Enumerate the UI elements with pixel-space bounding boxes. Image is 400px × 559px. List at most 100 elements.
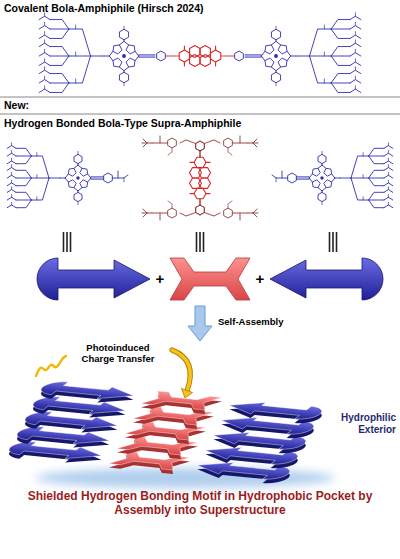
porphyrin-dendron: [39, 70, 50, 73]
perylene-core: [210, 50, 220, 62]
porphyrin-dendron: [318, 165, 322, 168]
perylene-core: [200, 55, 210, 67]
porphyrin-dendron: [388, 158, 389, 161]
amide-arm: [143, 213, 147, 217]
porphyrin-dendron: [139, 54, 155, 55]
porphyrin-dendron: [276, 67, 281, 71]
porphyrin-dendron: [271, 67, 276, 71]
amide-arm: [240, 136, 241, 143]
porphyrin-dendron: [109, 51, 113, 56]
porphyrin-dendron: [50, 20, 69, 29]
photon-arrow: [172, 350, 190, 391]
porphyrin-dendron: [50, 56, 69, 57]
porphyrin-dendron: [124, 26, 125, 29]
amide-arm: [200, 199, 201, 205]
porphyrin-dendron: [331, 29, 350, 38]
porphyrin-dendron: [36, 197, 37, 200]
amide-arm: [160, 213, 161, 220]
porphyrin-dendron: [351, 178, 369, 179]
porphyrin-dendron: [39, 53, 50, 56]
amide-arm: [200, 151, 201, 157]
porphyrin-dendron: [388, 180, 389, 183]
amide-arm: [142, 213, 147, 214]
porphyrin-dendron: [11, 173, 12, 176]
equivalence-bar: [70, 232, 72, 252]
porphyrin-dendron: [122, 54, 126, 58]
porphyrin-dendron: [11, 202, 12, 205]
porphyrin-dendron: [157, 51, 166, 61]
perylene-core: [200, 46, 210, 58]
porphyrin-dendron: [363, 197, 364, 200]
porphyrin-dendron: [68, 180, 76, 188]
porphyrin-dendron: [16, 170, 31, 178]
porphyrin-dendron: [274, 54, 278, 58]
amide-arm: [196, 136, 258, 157]
photon-arrow: [36, 356, 66, 376]
porphyrin-dendron: [76, 176, 79, 179]
photon-arrow: [172, 350, 190, 391]
porphyrin-dendron: [261, 51, 265, 56]
equivalence-bar: [336, 232, 338, 252]
porphyrin-dendron: [324, 52, 325, 56]
porphyrin-dendron: [261, 56, 265, 61]
equivalence-bar: [66, 232, 68, 252]
porphyrin-dendron: [50, 29, 69, 30]
porphyrin-dendron: [369, 170, 384, 178]
superstructure-stack: [3, 380, 329, 484]
porphyrin-dendron: [7, 153, 16, 156]
porphyrin-dendron: [7, 190, 16, 193]
porphyrin-dendron: [310, 56, 332, 83]
section-heading: New:: [4, 99, 64, 111]
porphyrin-dendron: [7, 161, 16, 164]
porphyrin-dendron: [69, 29, 91, 56]
porphyrin-dendron: [124, 41, 129, 45]
perylene-core: [184, 46, 185, 50]
perylene-core: [190, 157, 211, 199]
amide-arm: [240, 213, 241, 220]
porphyrin-dendron: [7, 146, 16, 149]
porphyrin-dendron: [355, 59, 356, 62]
porphyrin-dendron: [78, 151, 79, 154]
porphyrin-dendron: [332, 178, 335, 182]
porphyrin-dendron: [288, 173, 297, 183]
porphyrin-dendron: [36, 175, 37, 178]
amide-arm: [142, 199, 204, 220]
porphyrin-dendron: [297, 178, 310, 179]
porphyrin-dendron: [318, 192, 326, 201]
amide-arm: [204, 213, 220, 217]
porphyrin-dendron: [276, 41, 281, 45]
porphyrin-dendron: [276, 26, 277, 29]
supramolecular-components: [7, 136, 393, 220]
porphyrin-dendron: [39, 16, 50, 19]
porphyrin-dendron: [355, 40, 356, 43]
porphyrin-dendron: [324, 168, 332, 176]
porphyrin-dendron: [312, 168, 320, 176]
porphyrin-dendron: [331, 56, 350, 65]
perylene-block: [170, 258, 250, 300]
porphyrin-dendron: [31, 178, 49, 200]
porphyrin-dendron: [11, 180, 12, 183]
porphyrin-dendron: [74, 154, 82, 163]
perylene-core: [190, 168, 202, 178]
porphyrin-dendron: [60, 178, 65, 179]
equivalence-bar: [203, 232, 205, 252]
porphyrin-dendron: [11, 195, 12, 198]
porphyrin-dendron: [104, 56, 109, 57]
porphyrin-dendron: [36, 153, 37, 156]
porphyrin-dendron: [331, 83, 350, 92]
porphyrin-dendron: [350, 35, 361, 38]
porphyrin-dendron: [88, 178, 91, 182]
amide-arm: [253, 143, 257, 147]
perylene-core: [199, 168, 211, 178]
porphyrin-dendron: [350, 70, 361, 73]
porphyrin-dendron: [245, 57, 261, 58]
porphyrin-dendron: [91, 176, 104, 177]
porphyrin-dendron: [112, 175, 128, 178]
perylene-core: [194, 188, 206, 198]
perylene-core: [190, 46, 200, 58]
porphyrin-dendron: [351, 178, 369, 200]
equivalence-bar: [332, 232, 334, 252]
porphyrin-dendron: [384, 175, 393, 178]
